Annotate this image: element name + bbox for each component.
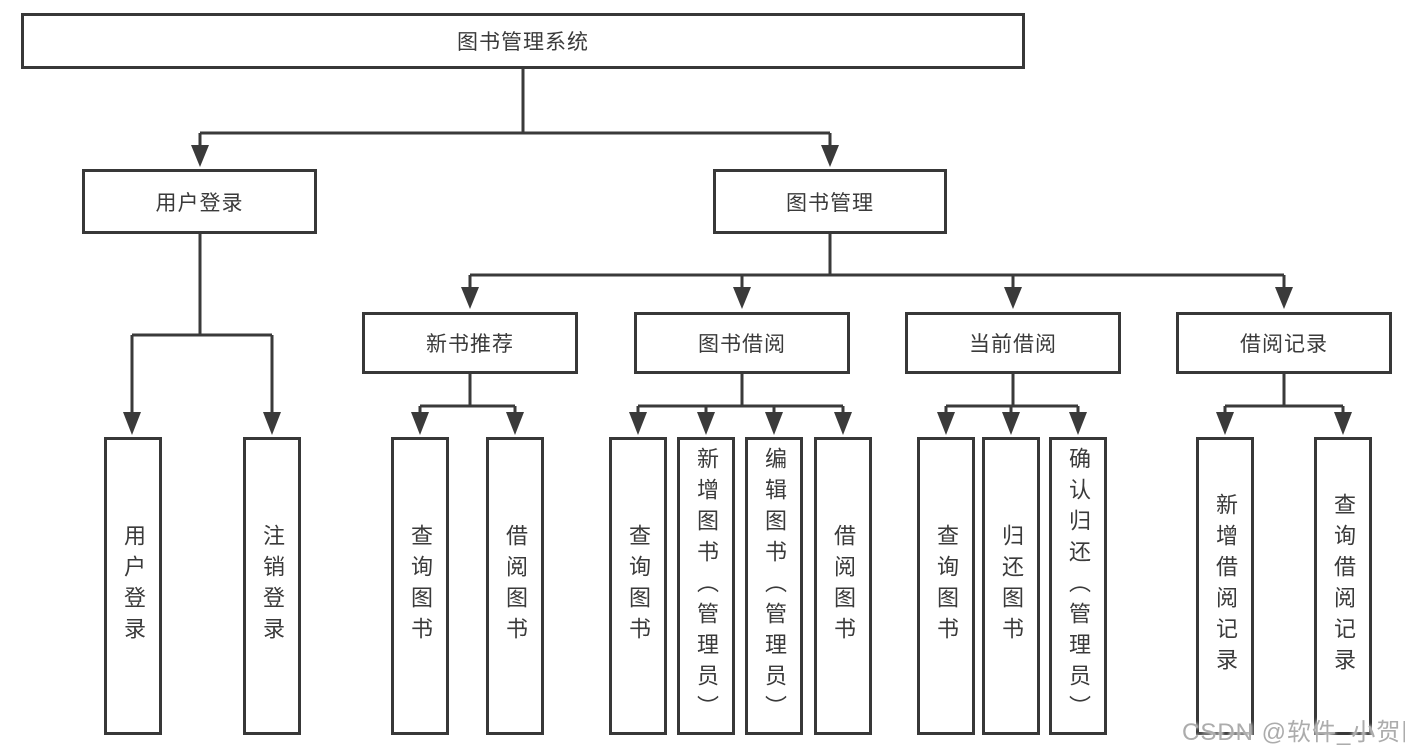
node-current-borrowing: 当前借阅 — [905, 312, 1121, 374]
node-label: 借阅记录 — [1240, 333, 1328, 356]
node-label: 图书借阅 — [698, 333, 786, 356]
node-add-borrow-record: 新增借阅记录 — [1196, 437, 1254, 735]
node-borrow-records: 借阅记录 — [1176, 312, 1392, 374]
node-book-management: 图书管理 — [713, 169, 947, 234]
node-logout-leaf: 注销登录 — [243, 437, 301, 735]
arrowhead-icons — [123, 145, 1352, 435]
node-label: 图书管理 — [786, 191, 874, 215]
node-user-login-leaf: 用户登录 — [104, 437, 162, 735]
node-query-books-borrowing: 查询图书 — [609, 437, 667, 735]
node-confirm-return-admin: 确认归还（管理员） — [1049, 437, 1107, 735]
node-label: 编辑图书（管理员） — [762, 446, 787, 726]
node-label: 确认归还（管理员） — [1066, 446, 1091, 726]
node-edit-books-admin: 编辑图书（管理员） — [745, 437, 803, 735]
node-label: 查询图书 — [626, 524, 651, 648]
node-new-book-recommend: 新书推荐 — [362, 312, 578, 374]
node-query-books-current: 查询图书 — [917, 437, 975, 735]
node-label: 新书推荐 — [426, 333, 514, 356]
node-query-books-recommend: 查询图书 — [391, 437, 449, 735]
node-label: 查询图书 — [934, 524, 959, 648]
node-label: 用户登录 — [121, 524, 146, 648]
node-label: 借阅图书 — [503, 524, 528, 648]
node-label: 注销登录 — [260, 524, 285, 648]
node-library-management-system: 图书管理系统 — [21, 13, 1025, 69]
node-label: 查询借阅记录 — [1331, 493, 1356, 679]
node-label: 新增图书（管理员） — [694, 446, 719, 726]
node-label: 当前借阅 — [969, 333, 1057, 356]
node-return-books: 归还图书 — [982, 437, 1040, 735]
node-borrow-books-recommend: 借阅图书 — [486, 437, 544, 735]
csdn-watermark: CSDN @软件_小贺同学 — [1182, 719, 1405, 746]
node-add-books-admin: 新增图书（管理员） — [677, 437, 735, 735]
node-label: 归还图书 — [999, 524, 1024, 648]
node-book-borrowing: 图书借阅 — [634, 312, 850, 374]
node-query-borrow-record: 查询借阅记录 — [1314, 437, 1372, 735]
node-label: 查询图书 — [408, 524, 433, 648]
node-borrow-books-leaf: 借阅图书 — [814, 437, 872, 735]
node-user-login: 用户登录 — [82, 169, 317, 234]
node-label: 新增借阅记录 — [1213, 493, 1238, 679]
node-label: 用户登录 — [155, 191, 244, 215]
node-label: 借阅图书 — [831, 524, 856, 648]
node-label: 图书管理系统 — [457, 31, 589, 54]
